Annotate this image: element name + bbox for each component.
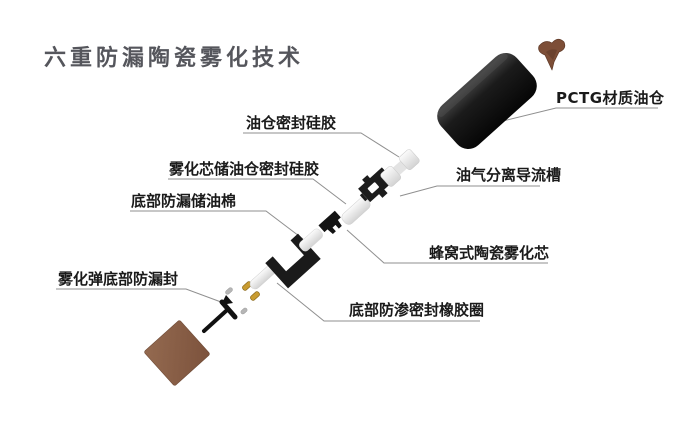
leader-core bbox=[346, 229, 548, 264]
label-honeycomb-ceramic-core: 蜂窝式陶瓷雾化芯 bbox=[429, 244, 550, 262]
leader-rubber-ring bbox=[276, 282, 480, 322]
mid-seal-part bbox=[341, 197, 371, 225]
label-pctg-tank: PCTG材质油仓 bbox=[556, 89, 665, 107]
gold-pin-part bbox=[250, 291, 260, 301]
label-bottom-oil-cotton: 底部防漏储油棉 bbox=[131, 192, 237, 210]
leader-guide bbox=[399, 185, 540, 197]
top-seal-part bbox=[380, 149, 420, 187]
leader-seal-mid bbox=[168, 178, 347, 205]
leader-bottom-seal bbox=[56, 288, 222, 303]
brown-film-part bbox=[144, 320, 210, 386]
ceramic-core-part bbox=[318, 210, 342, 234]
page-title: 六重防漏陶瓷雾化技术 bbox=[44, 46, 305, 71]
gray-spacer-part bbox=[240, 307, 248, 315]
label-pod-bottom-leakproof-seal: 雾化弹底部防漏封 bbox=[58, 270, 179, 288]
bottom-seal-part bbox=[202, 295, 238, 333]
label-oil-gas-guide-channel: 油气分离导流槽 bbox=[456, 166, 562, 184]
gray-spacer-part bbox=[225, 287, 233, 295]
label-bottom-seal-rubber-ring: 底部防渗密封橡胶圈 bbox=[349, 301, 485, 319]
leader-seal-top bbox=[243, 132, 400, 158]
oil-cotton-part bbox=[299, 228, 323, 252]
label-core-chamber-seal-silicone: 雾化芯储油仓密封硅胶 bbox=[169, 160, 320, 178]
leader-cotton bbox=[130, 210, 304, 240]
label-tank-seal-silicone: 油仓密封硅胶 bbox=[246, 114, 337, 132]
tank-body-part bbox=[437, 52, 537, 150]
mouthpiece-part bbox=[538, 38, 566, 71]
leader-lines bbox=[56, 107, 658, 322]
